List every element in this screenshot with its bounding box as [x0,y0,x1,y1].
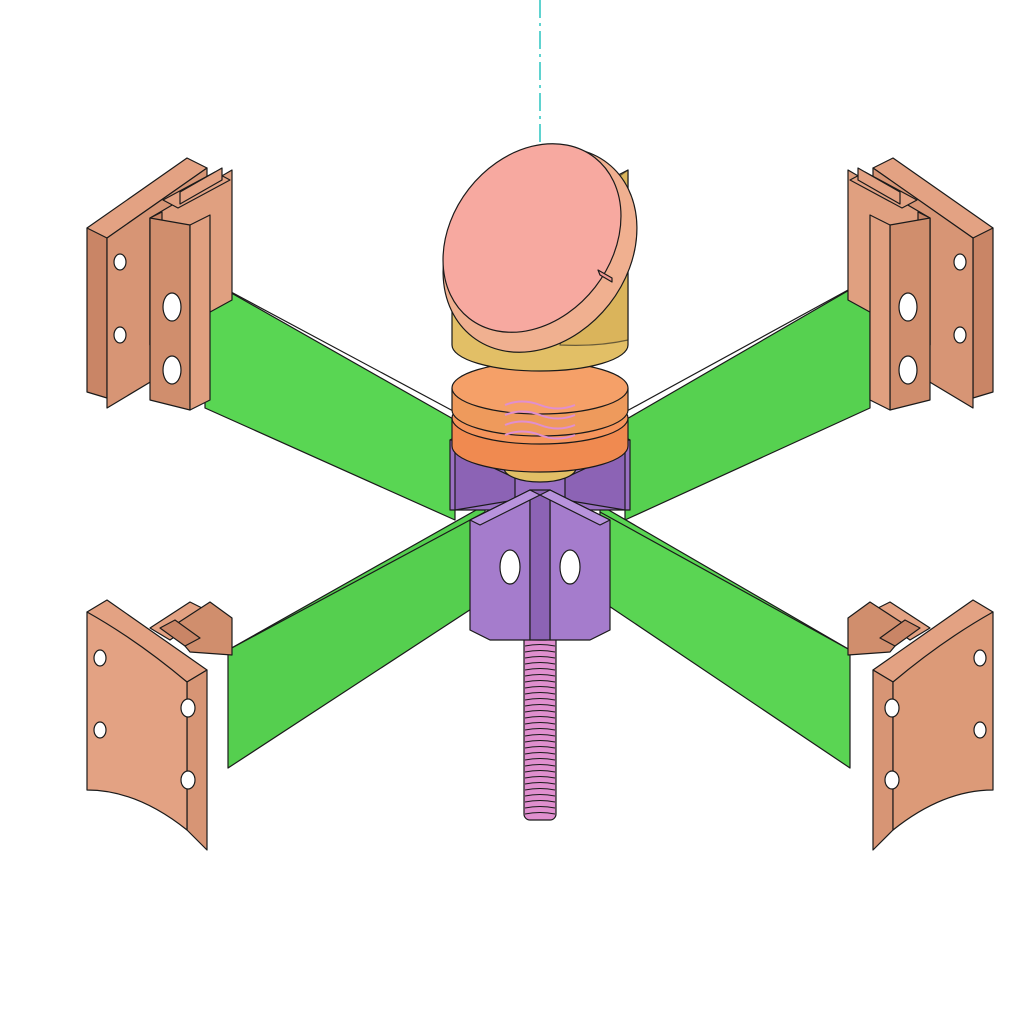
screw-thread [524,770,556,773]
screw-thread [524,650,556,653]
screw-thread [524,776,556,779]
screw-thread [524,812,556,815]
screw-thread [524,662,556,665]
screw-thread [524,728,556,731]
strap-back-left [204,277,456,521]
strap-front-left [227,504,486,769]
clamp-back-right [847,157,994,411]
collar-threads [504,400,576,440]
mirror [442,143,638,372]
screw-thread [524,788,556,791]
screw-thread [524,782,556,785]
screw-thread [524,644,556,647]
screw-thread [524,752,556,755]
screw-thread [524,734,556,737]
screw-thread [524,716,556,719]
clamp-back-left [86,157,233,411]
screw-thread [524,746,556,749]
screw-thread [524,758,556,761]
screw-thread [524,710,556,713]
clamp-front-left [86,599,233,851]
screw [523,629,557,821]
screw-thread [524,806,556,809]
screw-thread [524,656,556,659]
screw-thread [524,764,556,767]
screw-thread [524,680,556,683]
strap-front-right [599,504,851,769]
screw-thread [524,686,556,689]
strap-back-right [624,277,871,521]
screw-thread [524,704,556,707]
screw-thread [524,740,556,743]
screw-thread [524,794,556,797]
screw-thread [524,722,556,725]
screw-thread [524,800,556,803]
screw-thread [524,674,556,677]
collar [451,361,629,483]
clamp-front-right [847,599,994,851]
screw-thread [524,668,556,671]
screw-thread [524,698,556,701]
screw-thread [524,692,556,695]
